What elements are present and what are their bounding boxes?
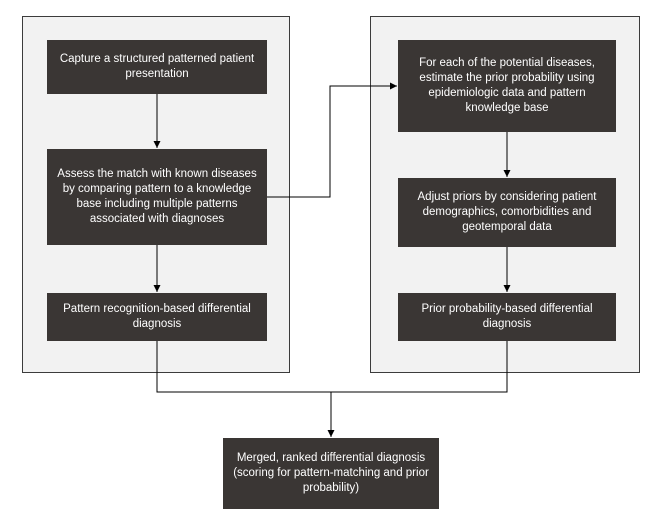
prior-probability-ddx-box: Prior probability-based differential dia…: [398, 293, 616, 341]
merge-line-right: [331, 341, 508, 393]
capture-presentation-box: Capture a structured patterned patient p…: [47, 40, 267, 94]
pattern-recognition-ddx-box: Pattern recognition-based differential d…: [47, 293, 267, 341]
estimate-prior-box: For each of the potential diseases, esti…: [398, 40, 616, 132]
merged-ddx-box: Merged, ranked differential diagnosis (s…: [223, 438, 439, 509]
merge-line-left: [156, 341, 331, 393]
assess-match-box: Assess the match with known diseases by …: [47, 149, 267, 245]
adjust-priors-box: Adjust priors by considering patient dem…: [398, 178, 616, 247]
arrow-cross-panel: [267, 82, 397, 198]
